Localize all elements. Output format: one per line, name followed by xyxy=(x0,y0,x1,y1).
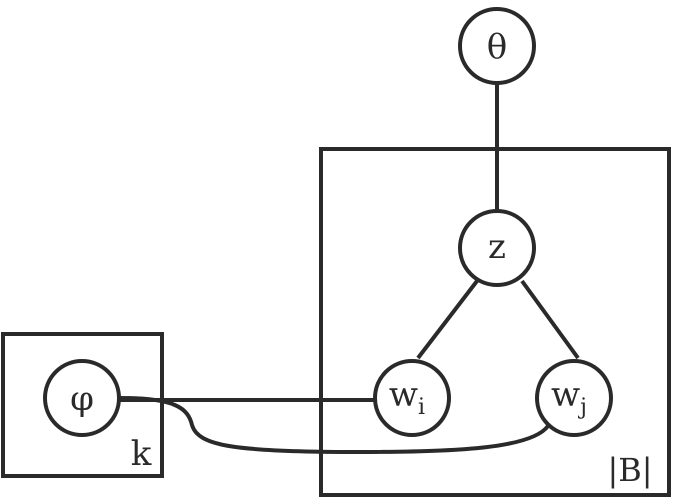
node-phi-label: φ xyxy=(70,379,94,419)
node-wj: wj xyxy=(535,359,613,437)
plate-b-label: |B| xyxy=(607,451,652,489)
plate-k-label: k xyxy=(131,434,152,474)
edge-phi-wj xyxy=(119,396,550,455)
plate-k xyxy=(1,332,164,478)
node-theta: θ xyxy=(458,7,536,85)
node-z: z xyxy=(458,209,536,287)
node-wi: wi xyxy=(373,359,451,437)
edge-z-wi xyxy=(416,279,479,360)
edge-z-wj xyxy=(520,279,580,360)
node-z-label: z xyxy=(488,227,506,267)
node-wj-label: wj xyxy=(551,375,587,420)
node-theta-label: θ xyxy=(487,27,507,67)
node-phi: φ xyxy=(43,359,121,437)
node-wi-label: wi xyxy=(389,375,425,420)
